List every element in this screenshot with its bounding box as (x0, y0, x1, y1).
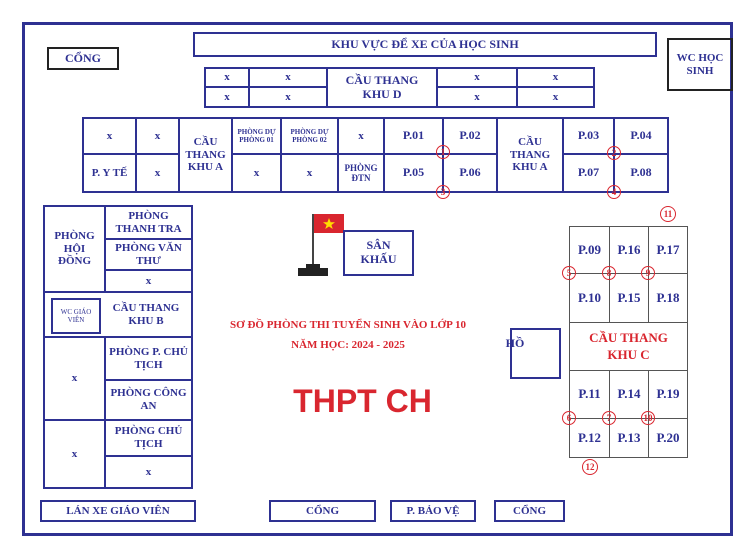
marker-5: 5 (562, 266, 576, 280)
room-p01: P.01 (383, 117, 444, 155)
youth-union-room: PHÒNG ĐTN (337, 153, 385, 193)
room-p20: P.20 (648, 418, 688, 458)
khu-d-x: x (436, 86, 518, 108)
khu-d-x: x (248, 86, 328, 108)
room-p13: P.13 (609, 418, 649, 458)
room-x: x (280, 153, 339, 193)
room-p07: P.07 (562, 153, 615, 193)
council-room: PHÒNG HỘI ĐỒNG (43, 205, 106, 293)
room-p19: P.19 (648, 370, 688, 419)
stair-khu-a-2: CẦU THANG KHU A (496, 117, 564, 193)
room-p15: P.15 (609, 273, 649, 323)
room-p10: P.10 (569, 273, 610, 323)
police-room: PHÒNG CÔNG AN (104, 379, 193, 421)
room-p08: P.08 (613, 153, 669, 193)
school-year: NĂM HỌC: 2024 - 2025 (291, 339, 405, 351)
map-title: SƠ ĐỒ PHÒNG THI TUYỂN SINH VÀO LỚP 10 (230, 319, 466, 331)
gate-bottom-2: CỔNG (494, 500, 565, 522)
inspection-room: PHÒNG THANH TRA (104, 205, 193, 240)
room-p02: P.02 (442, 117, 498, 155)
stage: SÂN KHẤU (343, 230, 414, 276)
room-p18: P.18 (648, 273, 688, 323)
stair-khu-a: CẦU THANG KHU A (178, 117, 233, 193)
marker-12: 12 (582, 459, 598, 475)
khu-d-x: x (248, 67, 328, 88)
pond (510, 328, 561, 379)
room-x: x (231, 153, 282, 193)
khu-d-x: x (204, 67, 250, 88)
khu-d-x: x (436, 67, 518, 88)
flag-icon (298, 214, 344, 276)
room-x: x (82, 117, 137, 155)
wc-teachers: WC GIÁO VIÊN (51, 298, 101, 334)
room-x: x (104, 455, 193, 489)
room-x: x (135, 153, 180, 193)
khu-d-x: x (204, 86, 250, 108)
vice-chair-room: PHÒNG P. CHỦ TỊCH (104, 336, 193, 381)
marker-6: 6 (562, 411, 576, 425)
marker-1: 1 (436, 145, 450, 159)
room-p17: P.17 (648, 226, 688, 274)
room-x: x (135, 117, 180, 155)
gate-bottom: CỔNG (269, 500, 376, 522)
reserve-room-02: PHÒNG DỰ PHÒNG 02 (280, 117, 339, 155)
room-x: x (104, 269, 193, 293)
marker-3: 3 (436, 185, 450, 199)
stair-khu-c: CẦU THANG KHU C (569, 322, 688, 371)
room-x: x (43, 336, 106, 421)
room-x: x (337, 117, 385, 155)
medical-room: P. Y TẾ (82, 153, 137, 193)
clerical-room: PHÒNG VĂN THƯ (104, 238, 193, 271)
guard-room: P. BẢO VỆ (390, 500, 476, 522)
wc-students: WC HỌC SINH (667, 38, 733, 91)
student-parking: KHU VỰC ĐỂ XE CỦA HỌC SINH (193, 32, 657, 57)
marker-7: 7 (602, 411, 616, 425)
khu-d-x: x (516, 86, 595, 108)
room-x: x (43, 419, 106, 489)
pond-label: HỒ (505, 336, 525, 350)
room-p06: P.06 (442, 153, 498, 193)
school-name: THPT CH (293, 383, 432, 419)
room-p04: P.04 (613, 117, 669, 155)
khu-d-x: x (516, 67, 595, 88)
room-p12: P.12 (569, 418, 610, 458)
marker-9: 9 (641, 266, 655, 280)
marker-2: 2 (607, 146, 621, 160)
teacher-parking: LÁN XE GIÁO VIÊN (40, 500, 196, 522)
marker-10: 10 (641, 411, 655, 425)
room-p05: P.05 (383, 153, 444, 193)
stair-khu-d: CẦU THANG KHU D (326, 67, 438, 108)
marker-8: 8 (602, 266, 616, 280)
chair-room: PHÒNG CHỦ TỊCH (104, 419, 193, 457)
marker-11: 11 (660, 206, 676, 222)
reserve-room-01: PHÒNG DỰ PHÒNG 01 (231, 117, 282, 155)
outer-border (22, 22, 733, 536)
gate-top: CỔNG (47, 47, 119, 70)
marker-4: 4 (607, 185, 621, 199)
